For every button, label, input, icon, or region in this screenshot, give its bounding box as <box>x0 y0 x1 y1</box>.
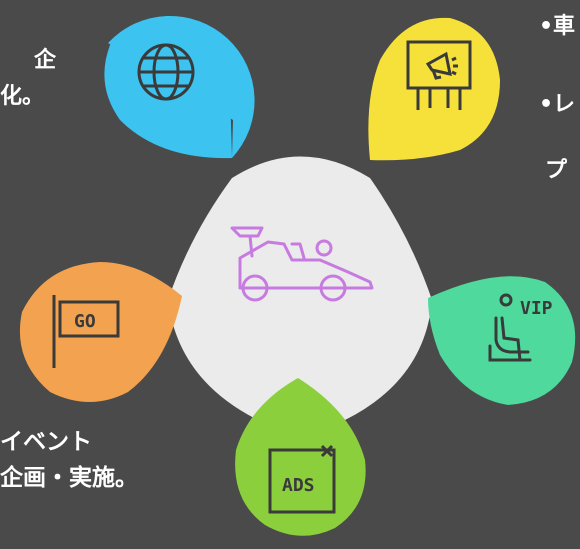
petal-vip: VIP <box>428 276 576 405</box>
petal-ads: ADS <box>235 378 366 536</box>
bottom-left-text-line2: 企画・実施。 <box>0 465 138 491</box>
vip-label: VIP <box>520 298 553 319</box>
vip-seat-icon <box>488 293 532 362</box>
top-right-text-line3: プ <box>545 158 568 183</box>
top-right-text-line2: •レ <box>539 92 576 117</box>
petal-billboard <box>368 17 500 161</box>
race-car-icon <box>230 226 374 302</box>
globe-icon <box>137 43 195 101</box>
ads-label: ADS <box>282 475 315 496</box>
top-left-text-line2: 化。 <box>0 84 45 109</box>
billboard-icon <box>406 40 472 110</box>
top-left-text-line1: 企 <box>34 48 57 73</box>
ads-window-icon <box>268 444 336 514</box>
center-pentagon <box>168 156 432 428</box>
petal-globe <box>104 15 255 159</box>
bottom-left-text-line1: イベント <box>0 429 92 455</box>
petal-go-flag: GO <box>19 262 182 402</box>
go-label: GO <box>74 311 96 332</box>
go-flag-icon <box>52 295 120 368</box>
top-right-text-line1: •車 <box>539 14 576 39</box>
